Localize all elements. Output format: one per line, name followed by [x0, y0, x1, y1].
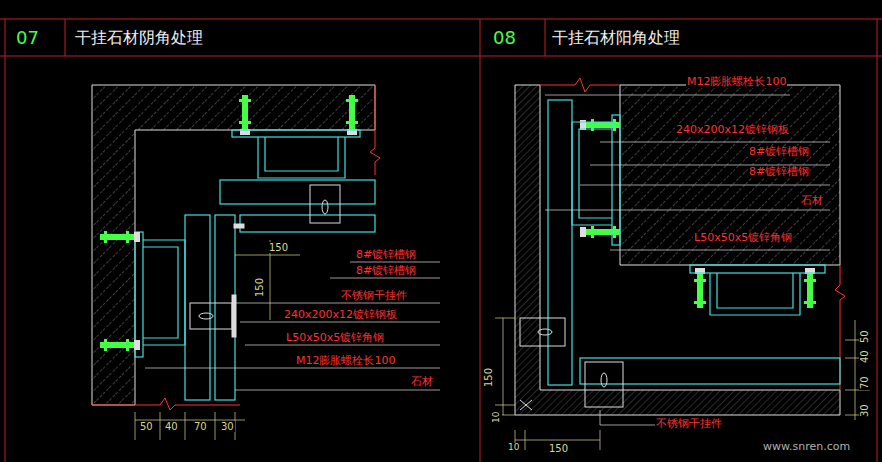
- callout-text: 240x200x12镀锌钢板: [675, 124, 790, 136]
- dimension: 150: [268, 242, 289, 253]
- callout-text: 石材: [410, 376, 434, 388]
- callout-text: 不锈钢干挂件: [655, 418, 723, 430]
- callout-text: 8#镀锌槽钢: [355, 265, 417, 277]
- callout-text: M12膨胀螺栓长100: [686, 76, 787, 88]
- dimension: 150: [483, 367, 494, 388]
- callout-text: L50x50x5镀锌角钢: [285, 332, 385, 344]
- dimension: 150: [548, 443, 569, 454]
- callout-text: 240x200x12镀锌钢板: [283, 309, 398, 321]
- drawing-title: 干挂石材阴角处理: [74, 29, 204, 47]
- callout-text: 8#镀锌槽钢: [748, 166, 810, 178]
- dimension: 10: [507, 443, 520, 453]
- callout-text: 石材: [800, 195, 824, 207]
- callout-text: 8#镀锌槽钢: [748, 146, 810, 158]
- dimension: 50: [139, 421, 154, 432]
- drawing-number: 08: [492, 28, 517, 48]
- dimension: 50: [859, 329, 870, 344]
- watermark: www.snren.com: [762, 441, 851, 453]
- dimension: 150: [254, 277, 265, 298]
- callout-text: L50x50x5镀锌角钢: [693, 232, 793, 244]
- dimension: 30: [220, 421, 235, 432]
- drawing-number: 07: [15, 28, 40, 48]
- callout-text: M12膨胀螺栓长100: [295, 355, 396, 367]
- drawing-title: 干挂石材阳角处理: [551, 29, 681, 47]
- dimension: 30: [859, 403, 870, 418]
- callout-text: 不锈钢干挂件: [340, 290, 408, 302]
- callout-text: 8#镀锌槽钢: [355, 249, 417, 261]
- dimension: 40: [164, 421, 179, 432]
- dimension: 40: [859, 349, 870, 364]
- dimension: 10: [492, 411, 502, 424]
- dimension: 70: [859, 375, 870, 390]
- dimension: 70: [193, 421, 208, 432]
